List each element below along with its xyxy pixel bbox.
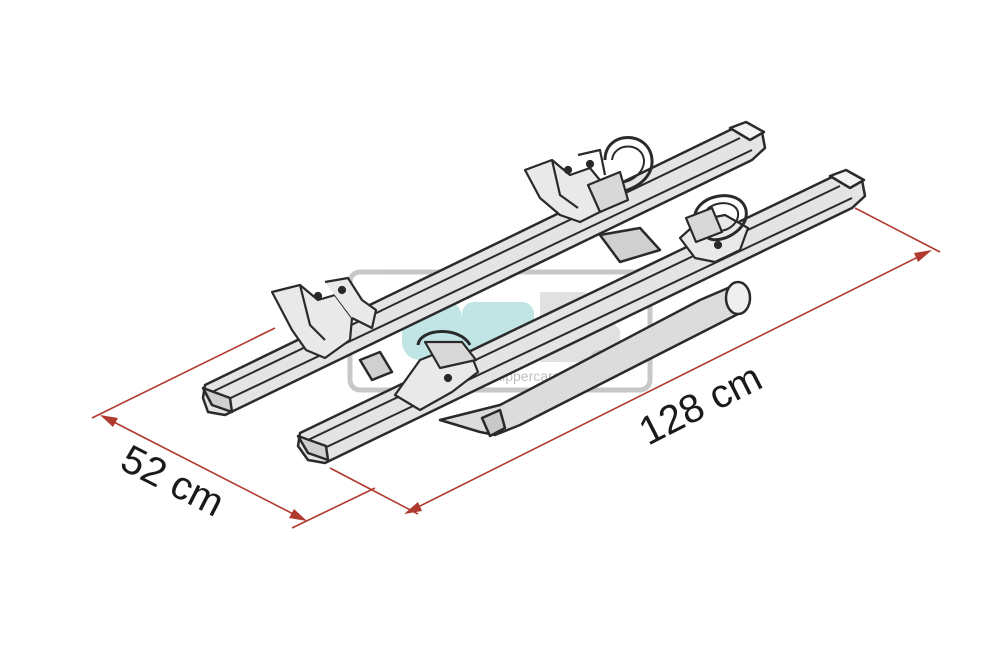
length-dimension-label: 128 cm: [632, 355, 769, 454]
width-dimension-line: [101, 415, 306, 521]
length-extension-line-left: [329, 467, 419, 515]
width-arrowhead-bottom: [289, 509, 307, 521]
wheel-holder-rear-right: [523, 136, 654, 224]
width-dimension: [91, 327, 376, 529]
wheel-holder-rear-left: [270, 276, 378, 360]
length-dimension: [329, 207, 941, 515]
length-dimension-line: [407, 251, 929, 513]
length-arrowhead-right: [914, 250, 932, 262]
width-extension-line-top: [91, 327, 276, 419]
length-arrowhead-left: [404, 502, 422, 514]
width-dimension-label: 52 cm: [114, 437, 231, 526]
wheel-holder-front-left: [393, 330, 480, 412]
base-frame: [358, 226, 752, 438]
width-arrowhead-top: [100, 415, 118, 427]
width-extension-line-bottom: [291, 487, 376, 529]
wheel-holder-front-right: [678, 194, 750, 264]
length-extension-line-right: [854, 207, 941, 253]
